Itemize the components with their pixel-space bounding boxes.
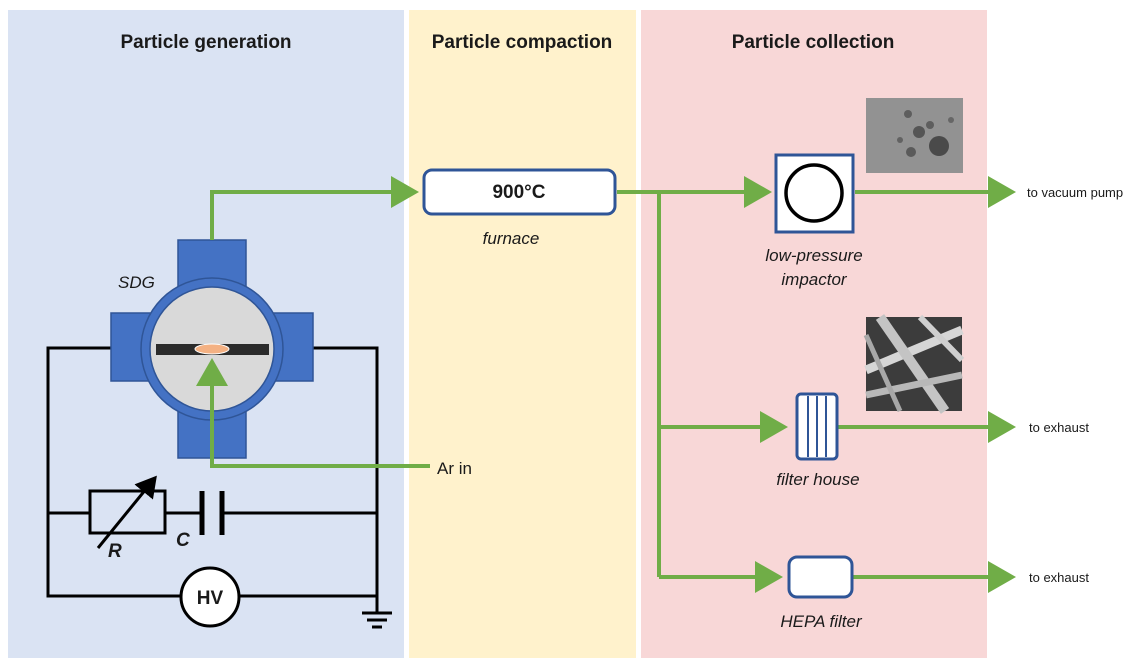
filter-house-label: filter house [776,470,859,489]
impactor-box [774,153,855,234]
outlet-label-exhaust-2: to exhaust [1029,570,1089,585]
sdg-chamber [110,239,314,459]
hv-source [179,566,241,628]
capacitor-label: C [176,530,190,551]
hv-label: HV [197,588,224,609]
hepa-filter-box [787,555,854,599]
outlet-label-vacuum: to vacuum pump [1027,185,1123,200]
furnace-box [422,168,617,216]
ground-icon [362,611,392,629]
ar-in-label: Ar in [437,459,472,478]
sem-image-fibers [863,314,965,414]
sdg-label: SDG [118,273,155,292]
sem-image-particles [866,98,963,173]
impactor-ring-icon [784,163,844,223]
section-title-collection: Particle collection [732,32,895,53]
resistor-label: R [108,541,122,562]
resistor-variable-arrow [96,475,157,549]
section-title-generation: Particle generation [120,32,291,53]
section-title-compaction: Particle compaction [432,32,613,53]
impactor-label-line2: impactor [781,270,848,289]
gas-flow [196,176,1016,593]
ar-inlet-line [196,358,430,468]
compaction-panel [409,10,636,658]
furnace-temperature: 900°C [492,182,545,203]
furnace-label: furnace [483,229,540,248]
impactor-label-line1: low-pressure [765,246,862,265]
sdg-to-furnace-line [210,176,419,240]
spark-icon [194,343,230,355]
outlet-label-exhaust-1: to exhaust [1029,420,1089,435]
circuit [46,346,379,612]
hepa-filter-label: HEPA filter [780,612,863,631]
resistor [88,489,167,535]
